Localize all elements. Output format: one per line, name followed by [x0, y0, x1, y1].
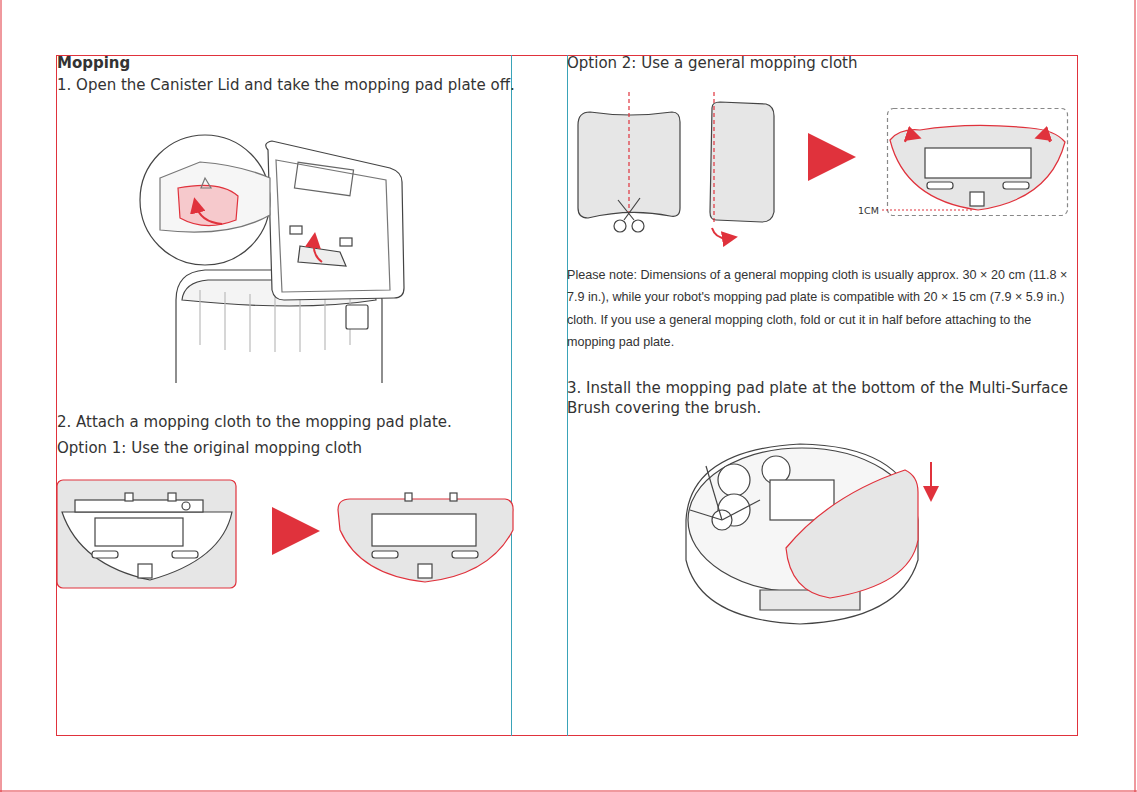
step-text: 1. Open the Canister Lid and take the mo…: [57, 75, 517, 95]
note-text: Please note: Dimensions of a general mop…: [567, 264, 1079, 354]
step-text: 2. Attach a mopping cloth to the mopping…: [57, 412, 507, 432]
robot-illustration: [686, 444, 931, 624]
option-heading: Option 2: Use a general mopping cloth: [567, 53, 1067, 73]
section-title: Mopping: [57, 53, 497, 73]
dimension-label: 1CM: [858, 206, 888, 216]
option-heading: Option 1: Use the original mopping cloth: [57, 438, 507, 458]
canister-illustration: [140, 135, 404, 383]
step-text: 3. Install the mopping pad plate at the …: [567, 378, 1072, 419]
option1-illustration: [57, 480, 513, 588]
option2-illustration: [578, 92, 1068, 238]
